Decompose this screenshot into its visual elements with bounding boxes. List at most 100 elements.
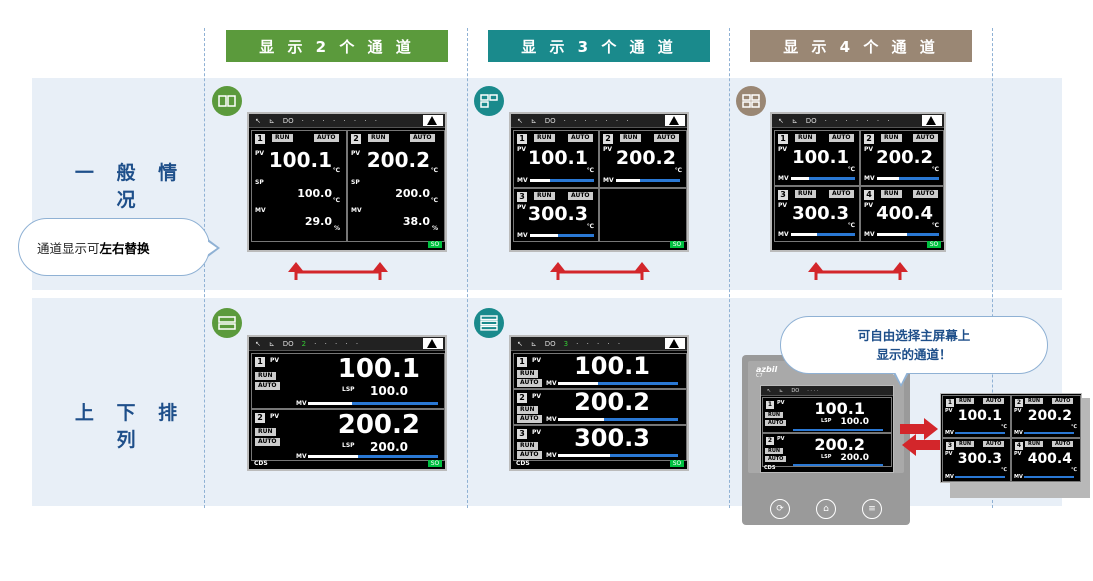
pv-value: 100.1: [337, 354, 420, 384]
pv-value: 300.3: [527, 203, 588, 225]
column-header-3ch: 显 示 3 个 通 道: [488, 30, 710, 62]
channel-cell[interactable]: 1 RUN AUTO PV 100.1 ℃ SP 100.0 ℃ MV 29.0…: [251, 130, 347, 242]
three-row-mode-icon[interactable]: [474, 308, 504, 338]
column-divider: [992, 28, 993, 508]
two-column-mode-icon[interactable]: [212, 86, 242, 116]
channel-number: 1: [778, 134, 788, 144]
channel-row[interactable]: 2 PV RUN AUTO 200.2 MV: [513, 388, 687, 425]
trend-icon[interactable]: ⊾: [268, 339, 275, 348]
unit-label: ℃: [847, 222, 855, 229]
unit-label: ℃: [847, 166, 855, 173]
channel-cell[interactable]: 2 RUN AUTO PV 200.2 ℃ MV: [1011, 395, 1081, 438]
channel-cell[interactable]: 3 RUN AUTO PV 300.3 ℃ MV: [513, 188, 599, 242]
cds-label: CDS: [764, 465, 776, 471]
pv-label: PV: [255, 150, 265, 157]
pv-value: 400.4: [876, 203, 933, 224]
callout-select-line2: 显示的通道！: [876, 347, 952, 362]
pv-value: 300.3: [792, 203, 849, 224]
pv-value: 200.2: [574, 388, 650, 416]
mv-label: MV: [1014, 430, 1023, 436]
alarm-icon[interactable]: [922, 115, 942, 126]
two-row-mode-icon[interactable]: [212, 308, 242, 338]
channel-row[interactable]: 2 PV RUN AUTO 200.2 LSP 200.0: [762, 433, 892, 467]
channel-row[interactable]: 3 PV RUN AUTO 300.3 MV: [513, 424, 687, 461]
pv-label: PV: [777, 436, 785, 442]
unit-label: ℃: [586, 223, 594, 230]
alarm-icon[interactable]: [665, 338, 685, 349]
channel-row[interactable]: 1 PV RUN AUTO 100.1 LSP 100.0: [762, 397, 892, 433]
mv-bar: [1024, 432, 1074, 434]
sp-value: 100.0: [297, 187, 332, 200]
lsp-label: LSP: [342, 442, 355, 449]
back-icon[interactable]: ↖: [778, 116, 784, 125]
pv-value: 200.2: [814, 435, 865, 454]
back-icon[interactable]: ↖: [255, 116, 261, 125]
mv-bar: [793, 464, 883, 466]
channel-cell[interactable]: 2 RUN AUTO PV 200.2 ℃ MV: [860, 130, 944, 186]
mv-value: 38.0: [402, 215, 430, 228]
run-badge: RUN: [765, 448, 784, 454]
mv-bar-fill: [308, 455, 358, 458]
back-icon[interactable]: ↖: [517, 339, 523, 348]
channel-cell[interactable]: 2 RUN AUTO PV 200.2 ℃ MV: [599, 130, 687, 188]
pv-value: 100.1: [792, 147, 849, 168]
cds-label: CDS: [516, 460, 530, 467]
mv-bar: [955, 432, 1005, 434]
home-button[interactable]: ⌂: [816, 499, 836, 519]
channel-cell[interactable]: 1 RUN AUTO PV 100.1 ℃ MV: [513, 130, 599, 188]
run-badge: RUN: [255, 428, 276, 436]
channel-number: 2: [766, 437, 774, 445]
mv-bar: [558, 454, 678, 457]
mv-bar-fill: [530, 179, 550, 182]
pv-label: PV: [532, 393, 542, 400]
channel-row[interactable]: 1 PV RUN AUTO 100.1 MV: [513, 352, 687, 389]
channel-cell[interactable]: 1 RUN AUTO PV 100.1 ℃ MV: [942, 395, 1011, 438]
channel-cell[interactable]: 4 RUN AUTO PV 400.4 ℃ MV: [1011, 438, 1081, 482]
trend-icon[interactable]: ⊾: [779, 387, 784, 394]
refresh-button[interactable]: ⟳: [770, 499, 790, 519]
run-badge: RUN: [534, 134, 555, 142]
pv-label: PV: [864, 146, 874, 153]
pv-value: 400.4: [1027, 451, 1072, 467]
three-channel-mode-icon[interactable]: [474, 86, 504, 116]
trend-icon[interactable]: ⊾: [791, 116, 798, 125]
trend-icon[interactable]: ⊾: [530, 116, 537, 125]
unit-label: ℃: [430, 167, 438, 174]
pv-value: 200.2: [1027, 408, 1072, 424]
back-icon[interactable]: ↖: [767, 387, 772, 394]
channel-cell[interactable]: 2 RUN AUTO PV 200.2 ℃ SP 200.0 ℃ MV 38.0…: [347, 130, 445, 242]
channel-cell[interactable]: 1 RUN AUTO PV 100.1 ℃ MV: [774, 130, 860, 186]
pv-value: 300.3: [574, 424, 650, 452]
channel-row[interactable]: 1 PV RUN AUTO 100.1 LSP 100.0 MV: [251, 353, 445, 409]
auto-badge: AUTO: [654, 134, 679, 142]
channel-cell[interactable]: 3 RUN AUTO PV 300.3 ℃ MV: [942, 438, 1011, 482]
mv-label: MV: [945, 430, 954, 436]
channel-cell[interactable]: 4 RUN AUTO PV 400.4 ℃ MV: [860, 186, 944, 242]
pv-value: 200.2: [337, 410, 420, 440]
pv-label: PV: [351, 150, 361, 157]
channel-row[interactable]: 2 PV RUN AUTO 200.2 LSP 200.0 MV: [251, 409, 445, 461]
mv-bar: [1024, 476, 1074, 478]
mv-label: MV: [1014, 474, 1023, 480]
alarm-icon[interactable]: [665, 115, 685, 126]
trend-icon[interactable]: ⊾: [530, 339, 537, 348]
pv-label: PV: [1014, 451, 1022, 457]
mv-label: MV: [351, 207, 362, 214]
run-badge: RUN: [881, 134, 902, 142]
unit-label: %: [431, 225, 438, 232]
alarm-icon[interactable]: [423, 338, 443, 349]
channel-number: 4: [1015, 442, 1023, 450]
alarm-icon[interactable]: [423, 115, 443, 126]
back-icon[interactable]: ↖: [255, 339, 261, 348]
four-channel-mode-icon[interactable]: [736, 86, 766, 116]
callout-select-line1: 可自由选择主屏幕上: [857, 328, 971, 343]
mv-label: MV: [546, 416, 557, 423]
mv-bar-fill: [877, 233, 907, 236]
trend-icon[interactable]: ⊾: [268, 116, 275, 125]
back-icon[interactable]: ↖: [517, 116, 523, 125]
run-badge: RUN: [517, 406, 538, 414]
menu-button[interactable]: ≡: [862, 499, 882, 519]
channel-cell[interactable]: 3 RUN AUTO PV 300.3 ℃ MV: [774, 186, 860, 242]
pv-label: PV: [778, 146, 788, 153]
